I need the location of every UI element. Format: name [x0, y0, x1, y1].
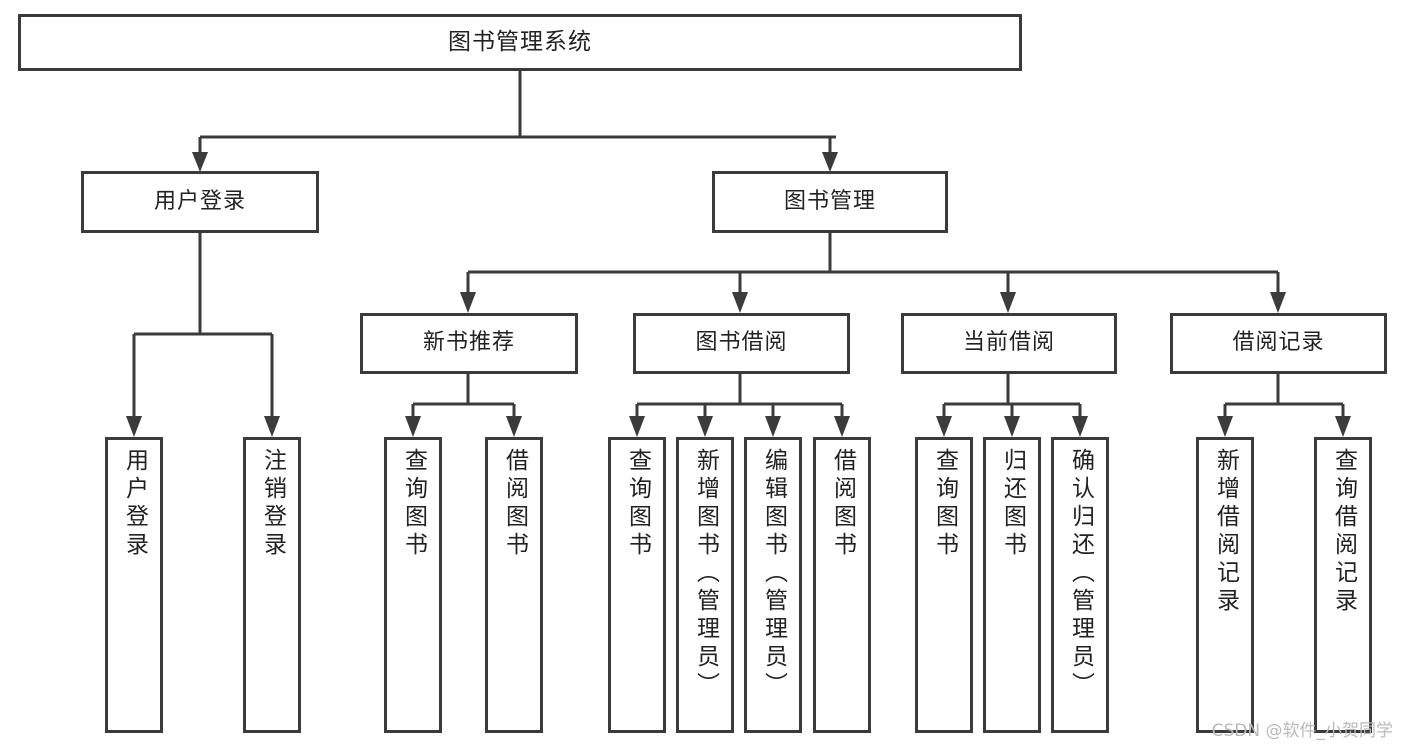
node-label: 编辑图书（管理员） [760, 448, 787, 700]
node-book-borrow[interactable]: 图书借阅 [633, 313, 850, 374]
leaf-current-return-book[interactable]: 归还图书 [983, 437, 1041, 733]
arrow-root-to-user-login [192, 152, 208, 172]
node-label: 图书管理 [783, 188, 876, 214]
node-label: 借阅记录 [1232, 330, 1325, 356]
node-label: 当前借阅 [962, 330, 1055, 356]
node-current-borrow[interactable]: 当前借阅 [901, 313, 1117, 374]
node-root-system[interactable]: 图书管理系统 [18, 14, 1022, 71]
leaf-user-login-signin[interactable]: 用户登录 [105, 437, 163, 733]
node-label: 借阅图书 [501, 448, 528, 560]
arrow-record-leaf-1 [1217, 416, 1233, 437]
node-label: 归还图书 [999, 448, 1026, 560]
arrow-current-leaf-2 [1004, 416, 1020, 437]
arrow-newbook-leaf-2 [506, 416, 522, 437]
arrow-bm-newbook [460, 292, 476, 313]
leaf-newbook-borrow-book[interactable]: 借阅图书 [485, 437, 543, 733]
leaf-newbook-query-book[interactable]: 查询图书 [384, 437, 442, 733]
arrow-current-leaf-1 [936, 416, 952, 437]
leaf-record-add-record[interactable]: 新增借阅记录 [1196, 437, 1254, 733]
node-label: 查询借阅记录 [1330, 448, 1357, 616]
leaf-current-confirm-return-admin[interactable]: 确认归还（管理员） [1051, 437, 1109, 733]
node-label: 查询图书 [624, 448, 651, 560]
arrow-userlogin-leaf-2 [264, 416, 280, 437]
leaf-current-query-book[interactable]: 查询图书 [915, 437, 973, 733]
arrow-current-leaf-3 [1072, 416, 1088, 437]
arrow-borrow-leaf-4 [834, 416, 850, 437]
node-label: 新增图书（管理员） [692, 448, 719, 700]
arrow-borrow-leaf-2 [697, 416, 713, 437]
node-label: 查询图书 [931, 448, 958, 560]
leaf-user-login-signout[interactable]: 注销登录 [243, 437, 301, 733]
arrow-userlogin-leaf-1 [126, 416, 142, 437]
arrow-borrow-leaf-1 [629, 416, 645, 437]
node-label: 图书管理系统 [448, 28, 592, 55]
node-label: 查询图书 [400, 448, 427, 560]
arrow-borrow-leaf-3 [765, 416, 781, 437]
leaf-borrow-borrow-book[interactable]: 借阅图书 [813, 437, 871, 733]
node-label: 确认归还（管理员） [1067, 448, 1094, 700]
node-label: 图书借阅 [695, 330, 788, 356]
leaf-borrow-add-book-admin[interactable]: 新增图书（管理员） [676, 437, 734, 733]
node-user-login[interactable]: 用户登录 [81, 171, 319, 233]
node-label: 新增借阅记录 [1212, 448, 1239, 616]
node-label: 新书推荐 [422, 330, 515, 356]
arrow-bm-borrow [732, 292, 748, 313]
arrow-bm-record [1270, 292, 1286, 313]
leaf-borrow-edit-book-admin[interactable]: 编辑图书（管理员） [744, 437, 802, 733]
node-label: 用户登录 [153, 188, 246, 214]
arrow-record-leaf-2 [1335, 416, 1351, 437]
arrow-root-to-book-manage [822, 152, 838, 172]
leaf-borrow-query-book[interactable]: 查询图书 [608, 437, 666, 733]
node-label: 借阅图书 [829, 448, 856, 560]
node-borrow-record[interactable]: 借阅记录 [1170, 313, 1387, 374]
arrow-bm-current [1000, 292, 1016, 313]
arrow-newbook-leaf-1 [405, 416, 421, 437]
leaf-record-query-record[interactable]: 查询借阅记录 [1314, 437, 1372, 733]
node-label: 注销登录 [259, 448, 286, 560]
node-label: 用户登录 [121, 448, 148, 560]
node-new-book-recommend[interactable]: 新书推荐 [360, 313, 578, 374]
node-book-management[interactable]: 图书管理 [712, 171, 948, 233]
